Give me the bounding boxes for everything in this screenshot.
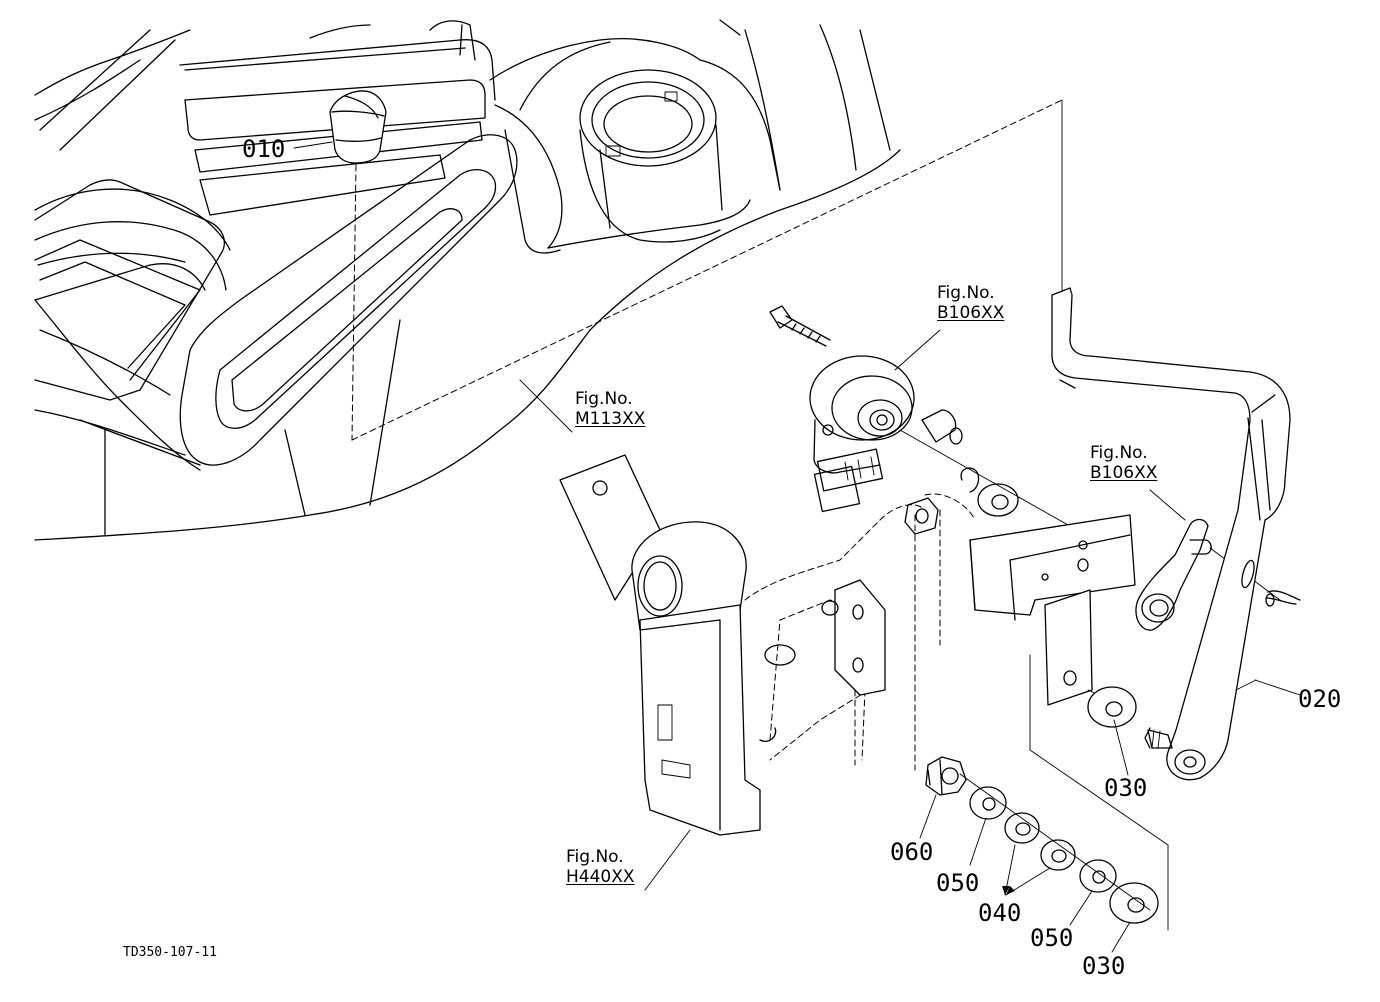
cup-holder-drawing — [579, 69, 723, 243]
washer-030-upper — [1087, 686, 1137, 728]
figure-ref-b106-right: Fig.No. B106XX — [1090, 443, 1157, 483]
washer-040-b — [1040, 839, 1076, 871]
position-sensor-drawing — [769, 305, 1131, 561]
storage-tray-drawing — [34, 179, 225, 466]
part-label-050-lower: 050 — [1030, 924, 1074, 952]
part-label-010: 010 — [242, 135, 286, 163]
part-label-030-upper: 030 — [1104, 774, 1148, 802]
lever-gate-drawing — [104, 134, 518, 536]
figure-ref-label: Fig.No. — [1090, 443, 1148, 463]
figure-ref-b106-top: Fig.No. B106XX — [937, 283, 1004, 323]
figure-ref-h440: Fig.No. H440XX — [566, 847, 635, 887]
washer-030-lower — [1109, 882, 1159, 924]
part-label-020: 020 — [1298, 685, 1342, 713]
part-label-040: 040 — [978, 899, 1022, 927]
bracket-frame-drawing — [559, 454, 976, 836]
cab-console-outline — [34, 19, 901, 541]
washer-stack-axis — [959, 773, 1151, 911]
figure-ref-code: B106XX — [937, 303, 1005, 323]
washer-040-a — [1004, 812, 1040, 844]
figure-ref-label: Fig.No. — [566, 847, 624, 867]
figure-ref-code: B106XX — [1090, 463, 1158, 483]
part-label-030-lower: 030 — [1082, 952, 1126, 980]
figure-ref-label: Fig.No. — [575, 389, 633, 409]
leader-lines — [293, 141, 1301, 953]
lever-knob-010 — [329, 90, 1063, 441]
nut-060 — [925, 756, 967, 796]
figure-ref-label: Fig.No. — [937, 283, 995, 303]
drawing-code: TD350-107-11 — [123, 945, 217, 960]
washer-050-lower — [1079, 859, 1117, 893]
figure-ref-code: H440XX — [566, 867, 635, 887]
washer-050-upper — [969, 786, 1007, 820]
main-rod-020-drawing — [1051, 287, 1291, 781]
part-label-050-upper: 050 — [936, 869, 980, 897]
figure-ref-m113: Fig.No. M113XX — [575, 389, 645, 429]
mounting-plate-drawing — [969, 514, 1169, 931]
figure-ref-code: M113XX — [575, 409, 646, 429]
part-label-060: 060 — [890, 838, 934, 866]
